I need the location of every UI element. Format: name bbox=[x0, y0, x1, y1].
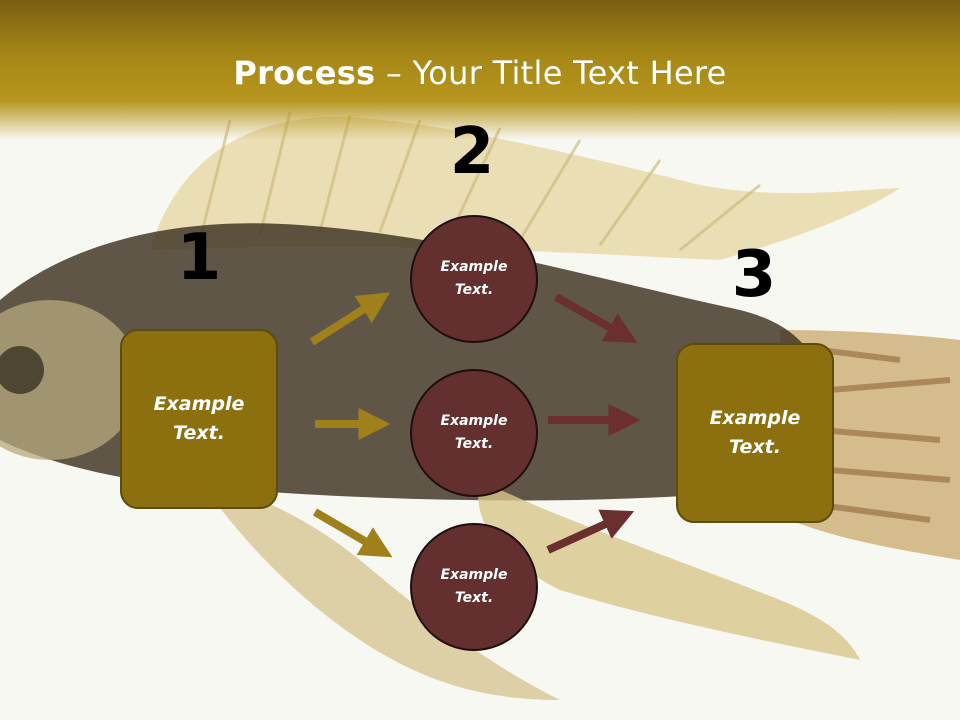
circle-top-label: Example Text. bbox=[440, 259, 508, 298]
step-1-label: Example Text. bbox=[153, 393, 245, 444]
step-2-circle-bottom: Example Text. bbox=[410, 523, 538, 651]
step-number-3: 3 bbox=[731, 238, 777, 312]
circle-middle-label: Example Text. bbox=[440, 413, 508, 452]
arrow-circle-top-to-box3 bbox=[554, 293, 638, 344]
fish-pelvic-fin bbox=[200, 480, 560, 700]
step-1-box: Example Text. bbox=[120, 329, 278, 509]
arrow-box1-to-circle-bottom bbox=[312, 508, 393, 558]
step-2-circle-top: Example Text. bbox=[410, 215, 538, 343]
circle-bottom-label: Example Text. bbox=[440, 567, 508, 606]
step-2-circle-middle: Example Text. bbox=[410, 369, 538, 497]
fish-eye bbox=[0, 346, 44, 394]
step-number-2: 2 bbox=[449, 115, 495, 189]
slide-title: Process – Your Title Text Here bbox=[0, 54, 960, 92]
title-bold: Process bbox=[233, 54, 376, 92]
fish-head bbox=[0, 300, 140, 460]
step-number-1: 1 bbox=[176, 221, 222, 295]
fish-anal-fin bbox=[478, 480, 860, 660]
title-bar bbox=[0, 0, 960, 140]
arrow-box1-to-circle-top bbox=[309, 292, 391, 346]
step-3-box: Example Text. bbox=[676, 343, 834, 523]
title-rest: – Your Title Text Here bbox=[375, 54, 727, 92]
arrow-circle-bottom-to-box3 bbox=[546, 509, 635, 554]
step-3-label: Example Text. bbox=[709, 407, 801, 458]
